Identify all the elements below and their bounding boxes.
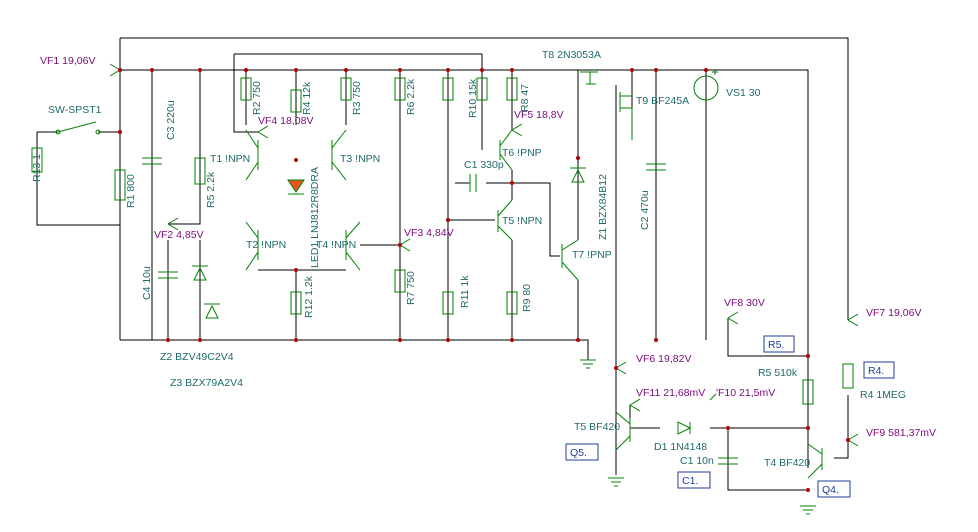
c1b-label: C1 10n [680, 455, 714, 467]
t5b-label: T5 BF420 [574, 421, 620, 433]
wires [36, 37, 849, 491]
t6-label: T6 !PNP [502, 147, 542, 159]
probe-vf5: VF5 18,8V [514, 109, 564, 121]
z1-label: Z1 BZX84B12 [597, 174, 609, 240]
q4-box-label: Q4. [822, 484, 839, 496]
r5-box-label: R5. [768, 339, 784, 351]
switch-label: SW-SPST1 [48, 104, 102, 116]
c3-label: C3 220u [165, 100, 177, 140]
r3-label: R3 750 [351, 81, 363, 115]
t9-label: T9 BF245A [636, 95, 689, 107]
labels: VF1 19,06V SW-SPST1 VF2 4,85V VF4 18,08V… [31, 49, 936, 498]
r2-label: R2 750 [251, 81, 263, 115]
q5-box [565, 443, 599, 461]
r1-label: R1 800 [125, 174, 137, 208]
q4-box [817, 480, 851, 498]
r5b-label: R5 510k [758, 367, 798, 379]
z3-label: Z3 BZX79A2V4 [170, 377, 243, 389]
z2-label: Z2 BZV49C2V4 [160, 351, 234, 363]
r5-box [763, 335, 795, 353]
r6-label: R6 2.2k [405, 78, 417, 115]
r5a-label: R5 2.2k [205, 171, 217, 208]
r12-label: R12 1.2k [303, 275, 315, 318]
t1-label: T1 !NPN [210, 153, 250, 165]
probe-vf7: VF7 19,06V [866, 307, 921, 319]
probe-vf6: VF6 19,82V [636, 353, 691, 365]
probe-vf3: VF3 4,84V [404, 227, 454, 239]
r4-box [863, 361, 895, 379]
r11-label: R11 1k [459, 275, 471, 308]
r8-label: R8 47 [519, 84, 531, 112]
c4-label: C4 10u [141, 266, 153, 300]
probe-vf11: VF11 21,68mV [636, 387, 705, 399]
junctions [118, 68, 850, 492]
c1-box [677, 471, 711, 489]
r4b-label: R4 1MEG [860, 389, 906, 401]
t8-label: T8 2N3053A [542, 49, 601, 61]
t4-label: T4 !NPN [316, 239, 356, 251]
t4b-label: T4 BF420 [764, 457, 810, 469]
t7-label: T7 !PNP [572, 249, 612, 261]
r7-label: R7 750 [405, 271, 417, 305]
d1-label: D1 1N4148 [654, 441, 707, 453]
r9-label: R9 80 [521, 284, 533, 312]
c2-label: C2 470u [639, 190, 651, 230]
t2-label: T2 !NPN [246, 239, 286, 251]
r4-box-label: R4. [868, 365, 884, 377]
q5-box-label: Q5. [570, 447, 587, 459]
led1-label: LED1 LNJ812R8DRA [309, 167, 321, 268]
r10-label: R10 15k [467, 78, 479, 118]
c1-box-label: C1. [682, 475, 698, 487]
c1a-label: C1 330p [464, 159, 504, 171]
vs1-label: VS1 30 [726, 87, 761, 99]
probe-vf1: VF1 19,06V [40, 55, 95, 67]
probe-vf4: VF4 18,08V [258, 115, 313, 127]
r4a-label: R4 12k [301, 81, 313, 115]
r13-label: R13 1 [31, 154, 43, 182]
probe-vf2: VF2 4,85V [154, 229, 204, 241]
probe-vf9: VF9 581,37mV [866, 427, 936, 439]
probe-vf10: 'F10 21,5mV [716, 387, 775, 399]
t3-label: T3 !NPN [340, 153, 380, 165]
probe-vf8: VF8 30V [724, 297, 765, 309]
components [31, 63, 859, 515]
t5-label: T5 !NPN [502, 215, 542, 227]
